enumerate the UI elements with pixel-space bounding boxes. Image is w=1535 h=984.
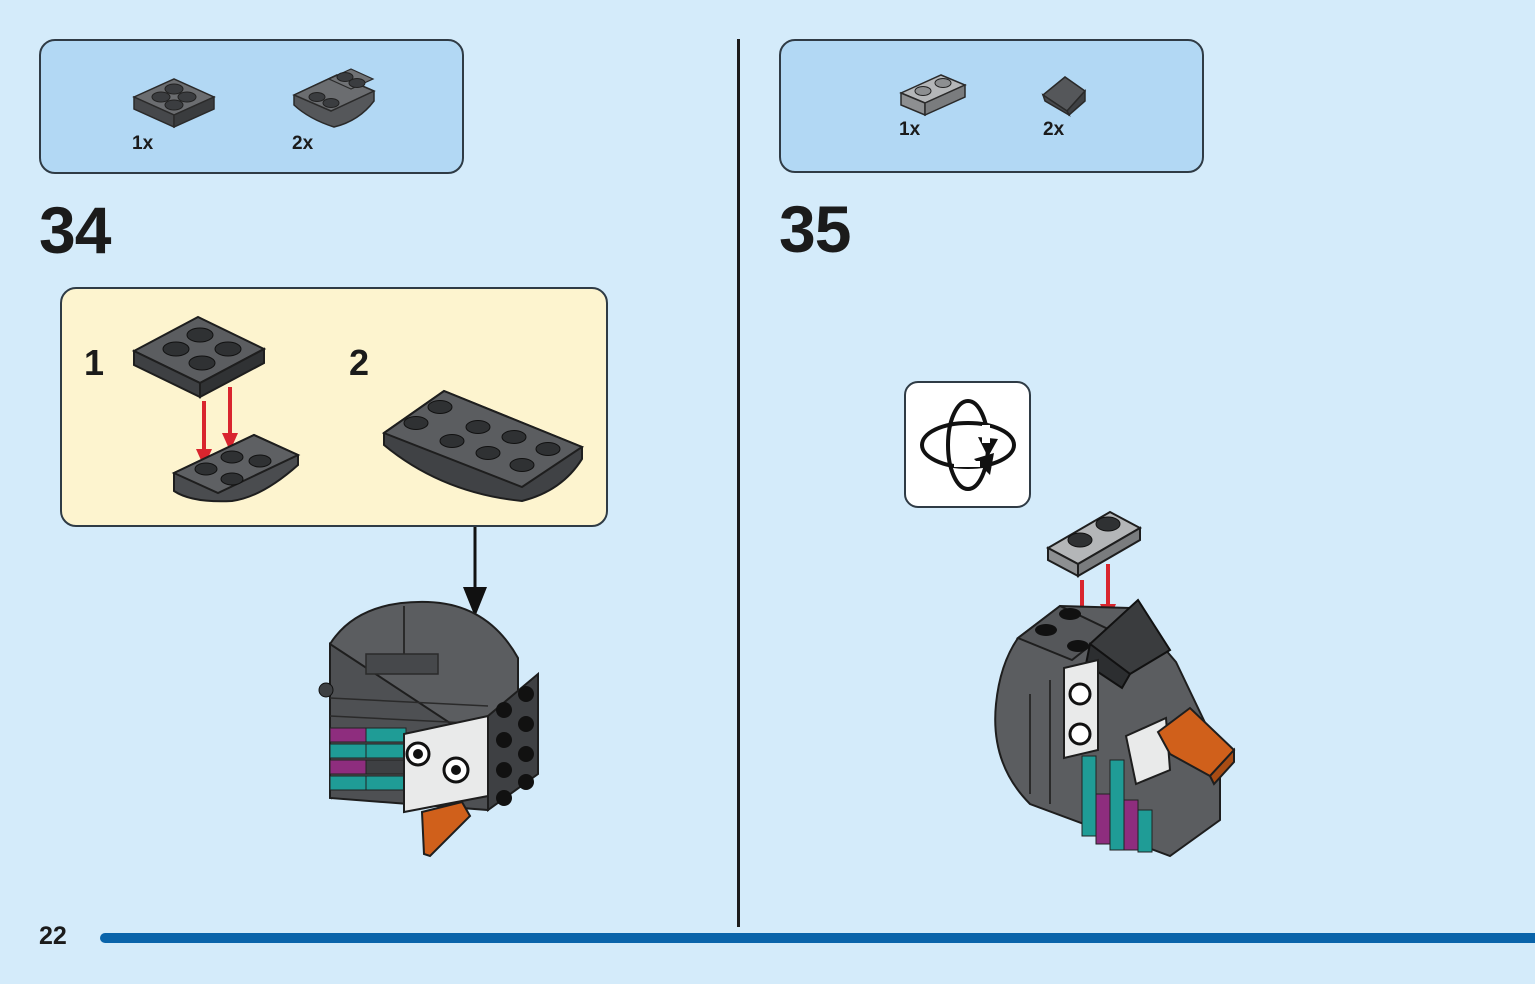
parts-list-step-35: 1x 2x xyxy=(779,39,1204,173)
substep-number: 1 xyxy=(84,342,105,383)
substep-1-illustration xyxy=(131,315,301,503)
part-qty: 2x xyxy=(292,133,314,154)
substep-number: 2 xyxy=(349,342,370,383)
dark-gray-slope-icon xyxy=(1041,76,1087,117)
model-penguin-step-35 xyxy=(994,510,1236,858)
dark-gray-plate-2x2-icon xyxy=(132,78,216,129)
page-divider xyxy=(737,39,740,927)
sub-assembly-callout: 1 2 xyxy=(60,287,608,527)
down-arrow-icon xyxy=(463,527,487,617)
step-number: 34 xyxy=(39,193,111,267)
parts-list-step-34: 1x 2x xyxy=(39,39,464,174)
rotate-model-icon xyxy=(920,399,1016,491)
light-gray-plate-1x2-icon xyxy=(899,74,967,117)
part-qty: 1x xyxy=(899,119,921,140)
step-number: 35 xyxy=(779,192,851,266)
rotate-callout xyxy=(904,381,1031,508)
dark-gray-curved-plate-icon xyxy=(292,68,376,128)
page-number: 22 xyxy=(39,922,67,950)
part-qty: 1x xyxy=(132,133,154,154)
model-penguin-step-34 xyxy=(318,600,539,858)
substep-2-illustration xyxy=(381,389,585,503)
footer-bar xyxy=(100,933,1535,943)
part-qty: 2x xyxy=(1043,119,1065,140)
